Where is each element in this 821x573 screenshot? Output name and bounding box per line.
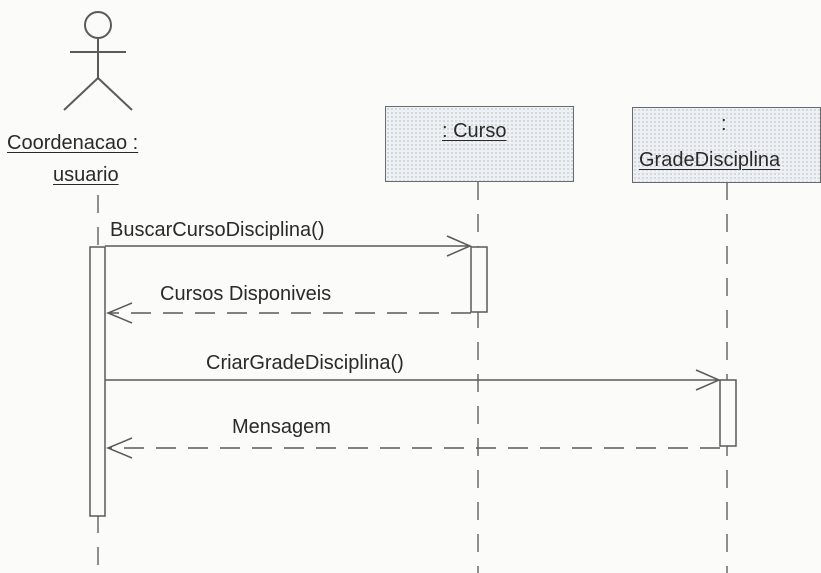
activation-actor (89, 246, 106, 517)
object-box-curso: : Curso (385, 106, 574, 182)
object-name-grade: GradeDisciplina (639, 149, 781, 171)
message-arrow-4 (106, 437, 720, 459)
message-label-4: Mensagem (232, 416, 331, 438)
message-arrow-1 (105, 235, 472, 257)
actor-name-line2: usuario (53, 164, 119, 186)
activation-curso (470, 246, 488, 313)
object-name-grade-colon: : (721, 113, 727, 135)
activation-grade (719, 379, 737, 447)
actor-name-line1: Coordenacao : (7, 132, 139, 154)
message-label-1: BuscarCursoDisciplina() (110, 219, 325, 241)
object-box-grade: : GradeDisciplina (632, 107, 821, 183)
message-arrow-3 (105, 369, 721, 391)
message-label-2: Cursos Disponiveis (160, 283, 332, 305)
message-arrow-2 (106, 302, 471, 324)
object-name-curso: : Curso (442, 120, 507, 142)
actor-figure-icon (63, 11, 133, 111)
message-label-3: CriarGradeDisciplina() (206, 352, 404, 374)
